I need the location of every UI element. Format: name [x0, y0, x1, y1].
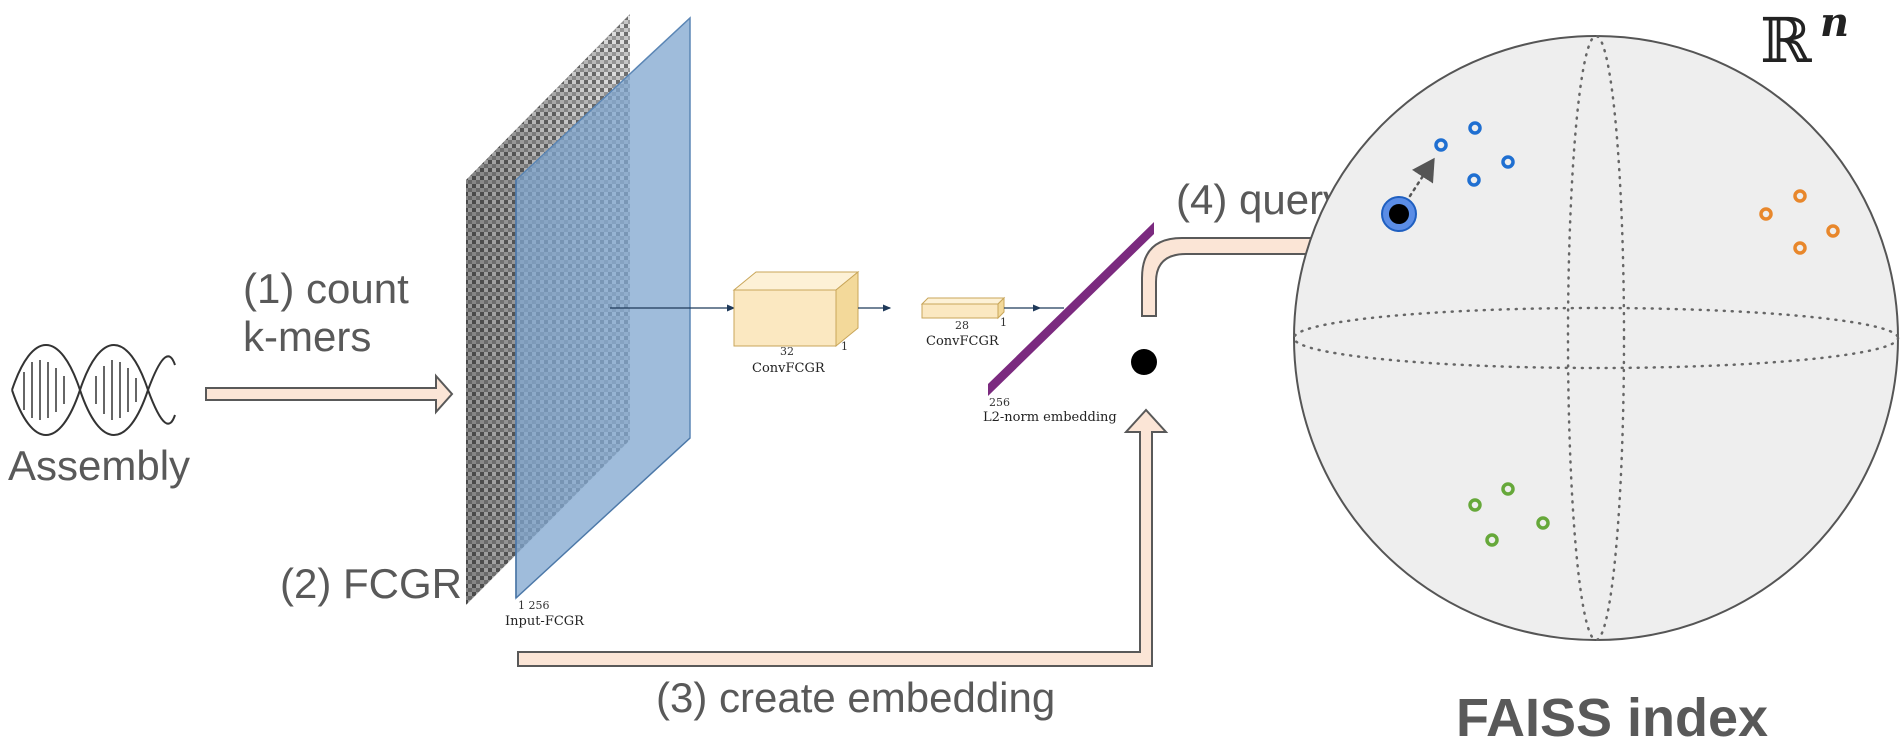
real-space-icon: ℝ n: [1760, 0, 1849, 77]
conv2-block: [920, 296, 1006, 320]
cluster-green: [1468, 482, 1550, 547]
cluster-point: [1485, 533, 1499, 547]
cluster-orange: [1759, 189, 1840, 255]
step3-arrow: [517, 408, 1169, 667]
step1-label-line2: k-mers: [243, 313, 371, 360]
embedding-label: L2-norm embedding: [983, 410, 1117, 425]
assembly-label: Assembly: [8, 442, 190, 489]
conv2-dim-width: 28: [955, 319, 969, 332]
step3-label: (3) create embedding: [656, 674, 1055, 721]
input-fcgr-layer: [515, 16, 691, 600]
space-symbol: ℝ: [1760, 4, 1812, 77]
embedding-bar: [988, 222, 1154, 396]
embedding-dim: 256: [989, 396, 1010, 409]
embedding-point: [1131, 349, 1157, 375]
cluster-point: [1467, 173, 1481, 187]
conv1-dim-width: 32: [780, 345, 794, 358]
space-exponent: n: [1820, 0, 1849, 46]
cluster-point: [1793, 189, 1807, 203]
step4-label: (4) query: [1176, 176, 1344, 223]
input-dims: 1 256: [518, 599, 550, 612]
cluster-point: [1501, 155, 1515, 169]
faiss-sphere: [1292, 34, 1900, 642]
cluster-point: [1434, 138, 1448, 152]
cluster-point: [1826, 224, 1840, 238]
cluster-point: [1793, 241, 1807, 255]
cluster-point: [1759, 207, 1773, 221]
conv2-label: ConvFCGR: [926, 334, 1000, 349]
cluster-point: [1468, 121, 1482, 135]
dna-helix-icon: [11, 344, 176, 436]
faiss-index-title: FAISS index: [1456, 688, 1768, 748]
step1-arrow: [205, 373, 454, 415]
conv1-dim-depth: 1: [841, 340, 848, 353]
cluster-point: [1468, 498, 1482, 512]
step1-label-line1: (1) count: [243, 265, 409, 312]
conv1-block: [732, 270, 860, 348]
cluster-blue: [1434, 121, 1515, 187]
input-fcgr-label: Input-FCGR: [505, 614, 585, 629]
cluster-point: [1536, 516, 1550, 530]
conv2-dim-depth: 1: [1000, 316, 1007, 329]
cluster-point: [1501, 482, 1515, 496]
query-point: [1381, 196, 1417, 232]
nearest-neighbor-arrow: [1408, 157, 1435, 198]
conv1-label: ConvFCGR: [752, 361, 826, 376]
step2-label: (2) FCGR: [280, 560, 462, 607]
